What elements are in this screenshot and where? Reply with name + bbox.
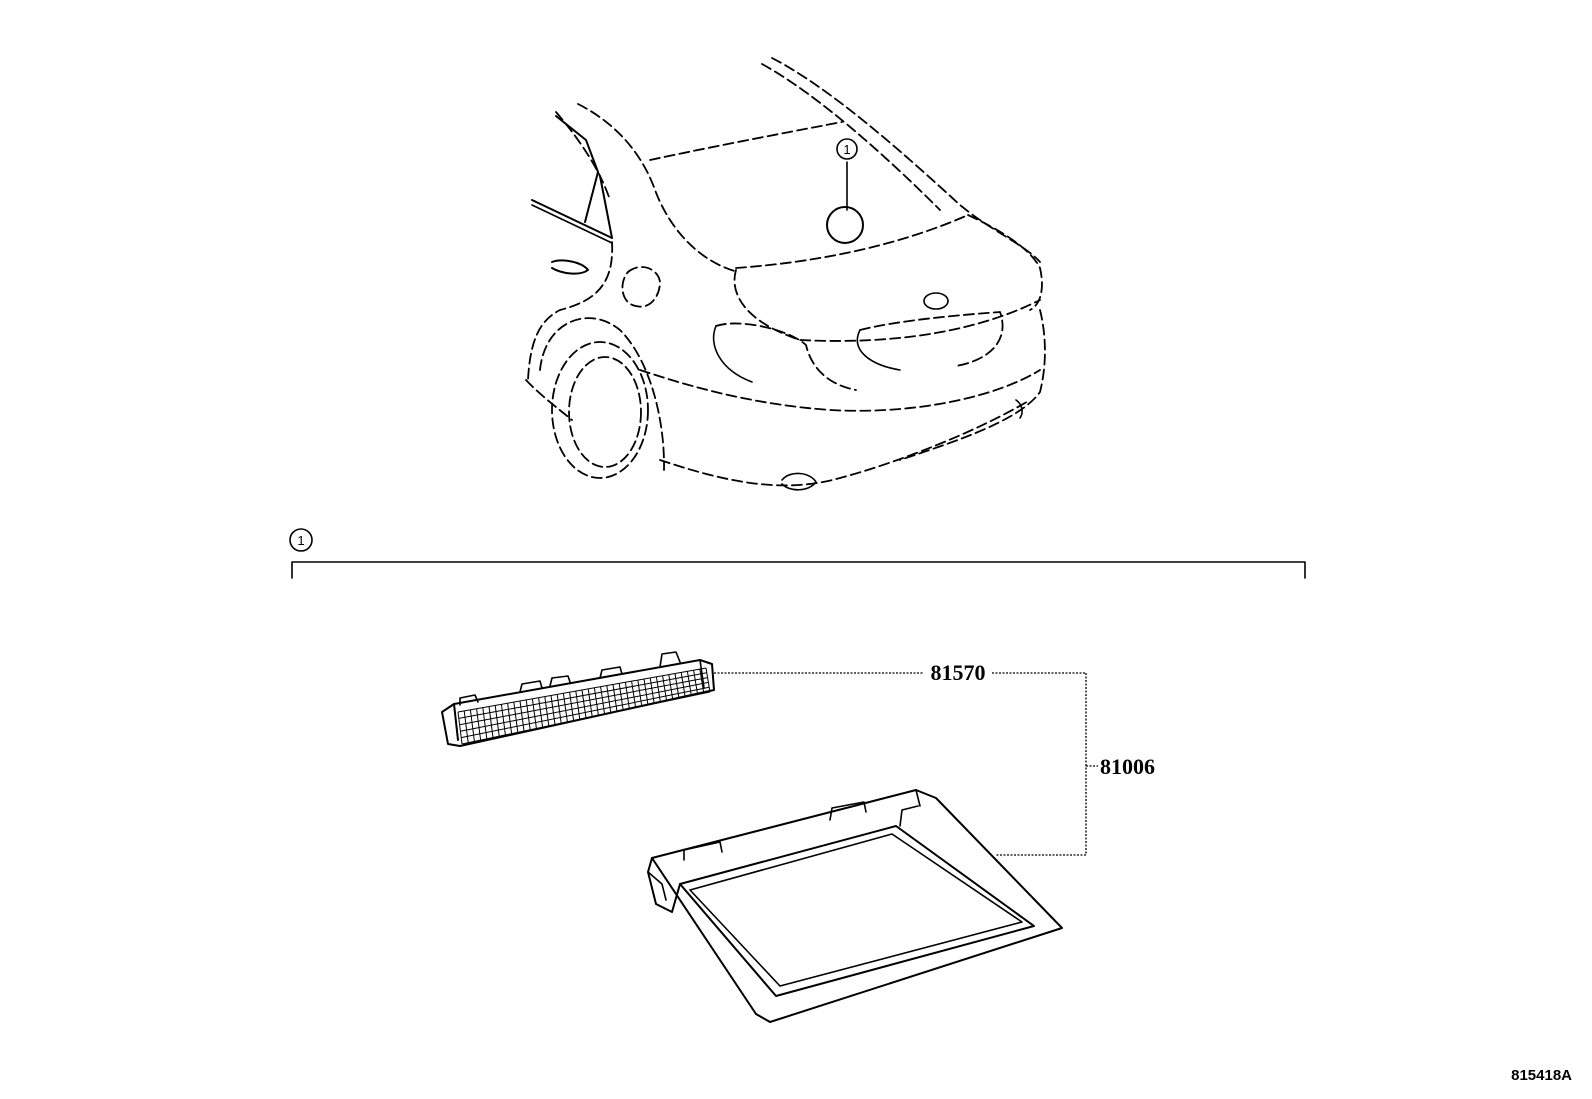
group-bracket: 1: [289, 528, 1306, 579]
car-rear-illustration: 1: [525, 57, 1046, 491]
part-number-81006[interactable]: 81006: [1100, 754, 1155, 779]
car-callout-number: 1: [843, 142, 850, 157]
leader-lines: [714, 672, 1098, 856]
group-callout-number: 1: [297, 533, 304, 548]
lamp-assembly-housing-illustration: [647, 789, 1063, 1023]
car-callout-circle: [836, 138, 858, 160]
part-number-81570[interactable]: 81570: [931, 660, 986, 685]
group-callout-circle: [289, 528, 313, 552]
figure-id: 815418A: [1511, 1067, 1572, 1084]
lamp-unit-illustration: [441, 651, 715, 747]
